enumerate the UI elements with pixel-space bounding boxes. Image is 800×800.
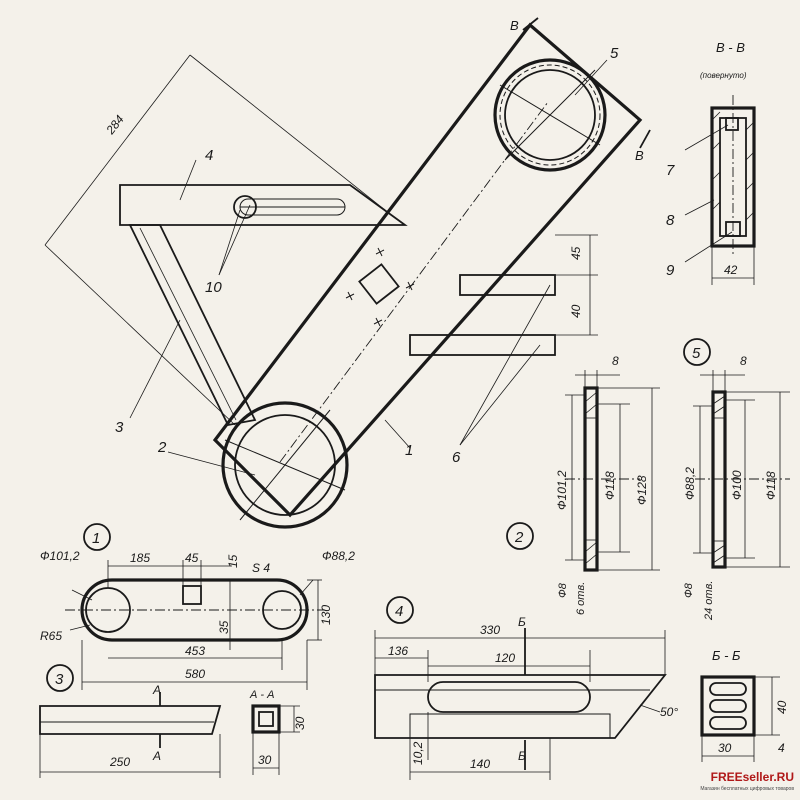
d1-hole-right: Ф88,2 — [322, 549, 355, 563]
d4-section-mark-top: Б — [518, 615, 526, 629]
d3-section-mark-top: А — [152, 683, 161, 697]
part-label-5: 5 — [610, 45, 619, 62]
plate-window — [358, 263, 400, 305]
brace — [128, 224, 257, 427]
top-ring — [493, 58, 607, 172]
d1-dim-580: 580 — [185, 667, 205, 681]
d4-dim-120: 120 — [495, 651, 515, 665]
main-dim-284: 284 — [103, 112, 127, 137]
detail-2-ring-section: 2 8 Ф101,2 Ф118 Ф128 Ф8 6 отв. — [506, 354, 660, 615]
d5-outer-diameter: Ф118 — [764, 471, 778, 500]
d4-dim-136: 136 — [388, 644, 408, 658]
d2-dim-width: 8 — [612, 354, 619, 368]
center-marks — [345, 247, 415, 327]
d1-radius: R65 — [40, 629, 62, 643]
d4-dim-140: 140 — [470, 757, 490, 771]
d2-outer-diameter: Ф128 — [635, 475, 649, 505]
d5-holes-diameter: Ф8 — [683, 582, 695, 598]
detail-1-number: 1 — [92, 530, 100, 547]
d1-thickness: S 4 — [252, 561, 270, 575]
d1-dim-185: 185 — [130, 551, 150, 565]
section-bb-view: Б - Б 40 30 4 — [700, 648, 789, 762]
detail-4-number: 4 — [395, 603, 403, 620]
section-vv-title: В - В — [716, 40, 745, 55]
section-vv-cut — [522, 17, 651, 149]
d3-dim-30-width: 30 — [258, 753, 272, 767]
main-dim-40: 40 — [569, 304, 583, 318]
d4-section-mark-bottom: Б — [518, 749, 526, 763]
main-assembly-view: 284 45 40 В В 1 2 3 4 5 6 10 — [44, 17, 651, 529]
part-leader-lines — [129, 59, 608, 476]
section-vv-view: В - В (повернуто) 42 7 8 9 — [666, 40, 756, 285]
part-label-10: 10 — [205, 279, 222, 296]
d5-holes-count: 24 отв. — [703, 581, 715, 621]
bb-dim-4: 4 — [778, 741, 785, 755]
d3-dim-250: 250 — [109, 755, 130, 769]
section-vv-scale: (повернуто) — [700, 71, 747, 80]
part-label-4: 4 — [205, 147, 213, 164]
main-dim-45: 45 — [569, 246, 583, 260]
d2-holes-diameter: Ф8 — [557, 582, 569, 598]
d3-section-mark-bottom: А — [152, 749, 161, 763]
arm — [119, 184, 408, 226]
d4-angle: 50° — [660, 705, 678, 719]
d4-dim-330: 330 — [480, 623, 500, 637]
bb-dim-30: 30 — [718, 741, 732, 755]
detail-4-arm: 4 Б 330 136 120 50° 10,2 140 Б — [374, 596, 678, 780]
d1-dim-45: 45 — [185, 551, 199, 565]
vv-dim-42: 42 — [724, 263, 738, 277]
part-label-2: 2 — [157, 439, 167, 456]
frame-plate — [212, 22, 643, 518]
part-label-3: 3 — [115, 419, 124, 436]
bottom-ring — [221, 401, 349, 529]
d3-section-title: А - А — [249, 689, 274, 701]
d1-dim-453: 453 — [185, 644, 205, 658]
part-label-1: 1 — [405, 442, 413, 459]
part-label-6: 6 — [452, 449, 461, 466]
d5-dim-width: 8 — [740, 354, 747, 368]
d2-inner-diameter: Ф101,2 — [555, 470, 569, 510]
part-label-8: 8 — [666, 212, 675, 229]
section-vv-mark-bottom: В — [635, 148, 644, 163]
detail-1-plate: 1 Ф101,2 185 45 15 S 4 Ф88,2 — [40, 523, 355, 690]
d5-mid-diameter: Ф100 — [730, 470, 744, 500]
detail-3-number: 3 — [55, 671, 64, 688]
d4-dim-10-2: 10,2 — [411, 741, 425, 765]
d1-dim-130: 130 — [319, 605, 333, 625]
d2-mid-diameter: Ф118 — [603, 471, 617, 500]
section-bb-title: Б - Б — [712, 648, 741, 663]
bb-dim-40: 40 — [775, 700, 789, 714]
part-label-9: 9 — [666, 262, 675, 279]
detail-2-number: 2 — [514, 529, 524, 546]
brackets — [409, 274, 556, 356]
watermark-tagline: Магазин бесплатных цифровых товаров — [700, 786, 794, 792]
d2-holes-count: 6 отв. — [575, 582, 587, 615]
detail-5-number: 5 — [692, 345, 701, 362]
watermark-brand: FREEseller.RU — [710, 770, 794, 784]
detail-5-ring-section: 5 8 Ф88,2 Ф100 Ф118 Ф8 24 отв. — [683, 338, 790, 621]
section-vv-mark-top: В — [510, 18, 519, 33]
d1-hole-left: Ф101,2 — [40, 549, 80, 563]
d1-dim-15: 15 — [226, 554, 240, 568]
d5-inner-diameter: Ф88,2 — [683, 467, 697, 500]
detail-3-brace: 3 А А А - А 250 30 30 — [39, 664, 307, 778]
d3-dim-30-height: 30 — [293, 716, 307, 730]
d1-dim-35: 35 — [217, 620, 231, 634]
part-label-7: 7 — [666, 162, 675, 179]
main-view-dimension-lines — [44, 54, 598, 426]
watermark-logo: FREEseller.RU Магазин бесплатных цифровы… — [678, 768, 794, 794]
